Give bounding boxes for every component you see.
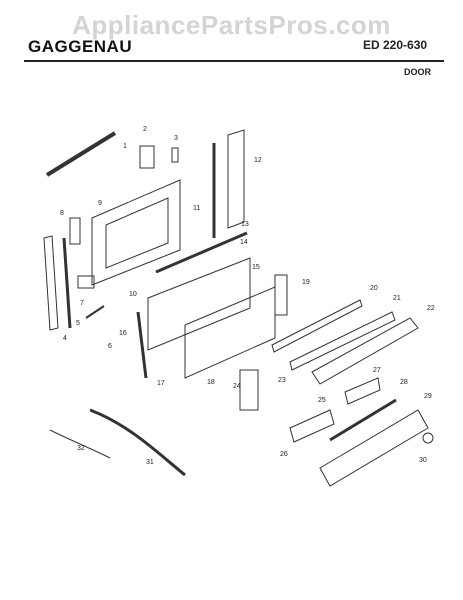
- header-rule: [24, 60, 444, 62]
- part-number-16: 16: [119, 330, 127, 337]
- part-number-27: 27: [373, 367, 381, 374]
- inner-door-frame-9: [91, 179, 181, 286]
- part-number-6: 6: [108, 343, 112, 350]
- part-number-30: 30: [419, 457, 427, 464]
- model-number: ED 220-630: [363, 38, 428, 52]
- part-number-31: 31: [146, 459, 154, 466]
- part-number-21: 21: [393, 295, 401, 302]
- part-number-18: 18: [207, 379, 215, 386]
- wiring-31: [89, 408, 186, 477]
- part-number-32: 32: [77, 445, 85, 452]
- gasket-strip-1: [45, 131, 117, 177]
- part-number-8: 8: [60, 210, 64, 217]
- control-panel-25: [289, 409, 335, 443]
- part-number-4: 4: [63, 335, 67, 342]
- part-number-29: 29: [424, 393, 432, 400]
- strip-14: [155, 231, 248, 274]
- part-number-10: 10: [129, 291, 137, 298]
- knob-30: [422, 432, 434, 444]
- watermark: AppliancePartsPros.com: [72, 10, 391, 40]
- front-panel-29: [319, 409, 429, 487]
- brand-logo: GAGGENAU: [28, 37, 133, 56]
- hinge-plate-2: [139, 145, 155, 169]
- handle-22: [311, 317, 419, 385]
- part-number-25: 25: [318, 397, 326, 404]
- bracket-23: [239, 369, 259, 411]
- part-number-3: 3: [174, 135, 178, 142]
- seal-16: [136, 311, 148, 379]
- inner-door-window: [105, 197, 169, 269]
- spring-6: [85, 305, 105, 319]
- part-number-24: 24: [233, 383, 241, 390]
- part-number-12: 12: [254, 157, 262, 164]
- side-panel-12: [227, 129, 245, 229]
- part-number-15: 15: [252, 264, 260, 271]
- part-number-7: 7: [80, 300, 84, 307]
- hinge-7: [77, 275, 95, 289]
- part-number-14: 14: [240, 239, 248, 246]
- panel-27: [344, 377, 381, 405]
- seal-5-left: [62, 237, 72, 329]
- part-number-9: 9: [98, 200, 102, 207]
- glass-pane-15: [147, 257, 251, 351]
- bracket-8: [69, 217, 81, 245]
- strip-28: [329, 398, 397, 442]
- part-number-28: 28: [400, 379, 408, 386]
- cable-32: [49, 429, 111, 459]
- part-number-23: 23: [278, 377, 286, 384]
- part-number-17: 17: [157, 380, 165, 387]
- part-number-13: 13: [241, 221, 249, 228]
- part-number-20: 20: [370, 285, 378, 292]
- part-number-19: 19: [302, 279, 310, 286]
- left-rail: [43, 235, 59, 331]
- part-number-22: 22: [427, 305, 435, 312]
- part-number-1: 1: [123, 143, 127, 150]
- part-number-5: 5: [76, 320, 80, 327]
- part-number-2: 2: [143, 126, 147, 133]
- bar-20: [271, 299, 363, 353]
- section-title: DOOR: [404, 67, 431, 77]
- bar-21: [289, 311, 396, 371]
- part-number-26: 26: [280, 451, 288, 458]
- frame-19: [274, 274, 288, 316]
- part-number-11: 11: [193, 205, 200, 212]
- glass-pane-18: [184, 286, 276, 379]
- screw-3: [171, 147, 179, 163]
